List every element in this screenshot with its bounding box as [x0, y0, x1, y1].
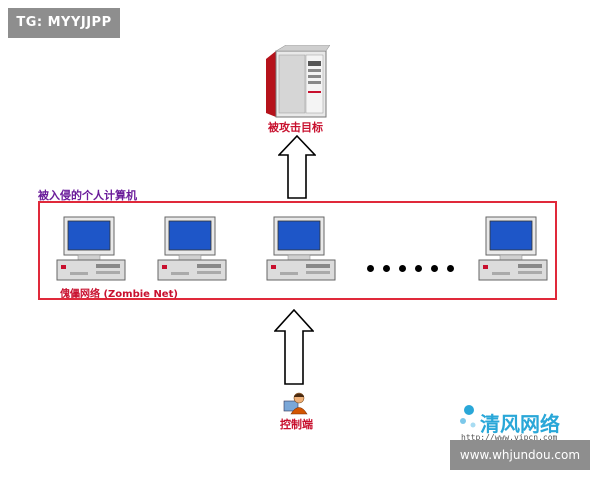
site-watermark-badge: www.whjundou.com — [450, 440, 590, 470]
server-icon — [266, 45, 330, 118]
brand-watermark-text: 清风网络 — [480, 412, 560, 436]
up-arrow-to-target-icon — [278, 135, 316, 199]
computer-icon — [478, 216, 548, 281]
brand-logo-dots-icon — [460, 405, 476, 428]
computer-icon — [157, 216, 227, 281]
zombie-net-label: 傀儡网络 (Zombie Net) — [60, 289, 178, 300]
computer-icon — [266, 216, 336, 281]
target-label: 被攻击目标 — [268, 121, 323, 134]
compromised-pcs-label: 被入侵的个人计算机 — [38, 189, 137, 202]
controller-label: 控制端 — [280, 418, 313, 431]
up-arrow-from-controller-icon — [274, 309, 314, 385]
brand-watermark-url: http://www.vipcn.com — [461, 433, 558, 442]
top-watermark-badge: TG: MYYJJPP — [8, 8, 120, 38]
computer-icon — [56, 216, 126, 281]
ellipsis-dots — [367, 257, 463, 276]
controller-person-icon — [283, 392, 308, 415]
botnet-frame — [38, 201, 557, 300]
